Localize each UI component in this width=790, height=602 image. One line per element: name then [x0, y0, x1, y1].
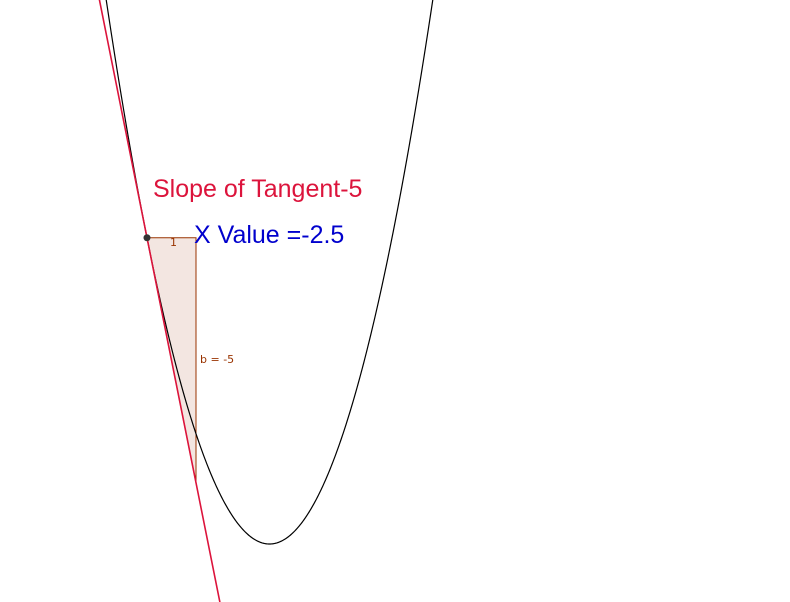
run-label: 1 — [170, 236, 177, 249]
slope-of-tangent-label: Slope of Tangent-5 — [153, 175, 362, 203]
tangent-line — [98, 0, 221, 602]
tangent-point[interactable] — [143, 234, 151, 242]
x-value-label: X Value =-2.5 — [194, 221, 344, 249]
rise-label: b = -5 — [200, 353, 234, 366]
parabola-curve — [105, 0, 434, 545]
